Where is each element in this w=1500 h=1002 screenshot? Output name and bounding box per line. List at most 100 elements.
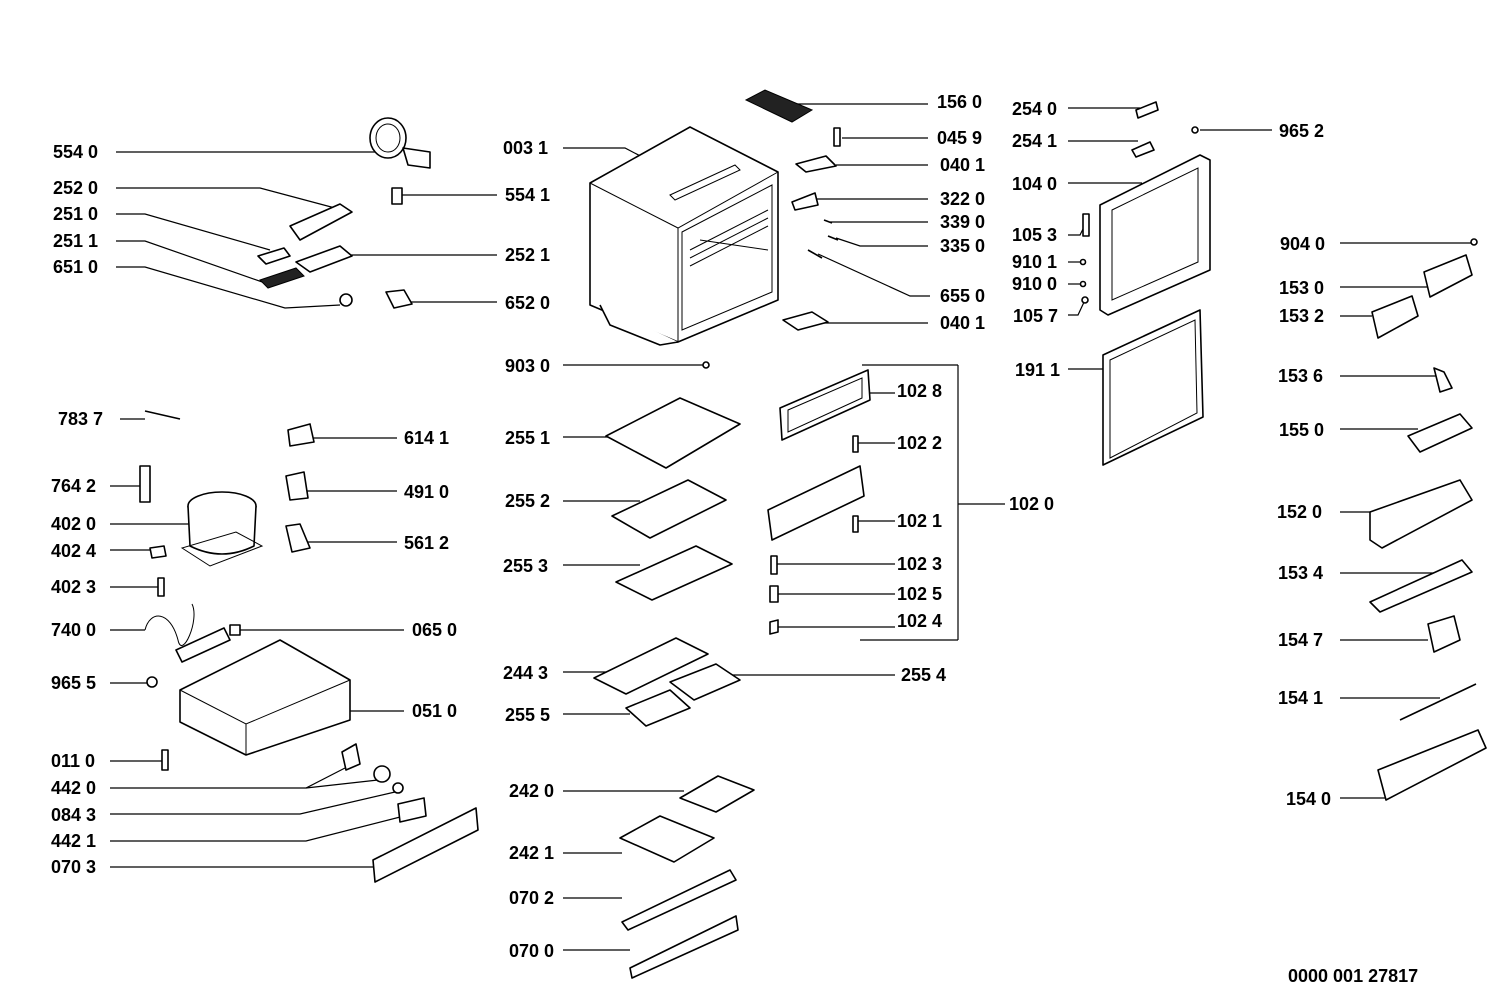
part-label: 254 0 [1012, 99, 1057, 119]
clip [391, 187, 403, 205]
part-label: 156 0 [937, 92, 982, 112]
screw-910-0 [1079, 280, 1087, 288]
door-gasket-inner [1109, 319, 1198, 459]
grommet-402-4 [149, 545, 167, 559]
part-label: 740 0 [51, 620, 96, 640]
bar-154-1 [1399, 683, 1477, 721]
cover-153-2 [1371, 295, 1419, 339]
part-102-3 [770, 555, 778, 575]
part-label: 070 2 [509, 888, 554, 908]
bracket-255-4 [669, 663, 741, 701]
part-label: 652 0 [505, 293, 550, 313]
part-label: 402 4 [51, 541, 96, 561]
part-label: 255 1 [505, 428, 550, 448]
part-label: 242 0 [509, 781, 554, 801]
part-label: 252 0 [53, 178, 98, 198]
handle-254-0 [1135, 101, 1159, 119]
part-label: 153 0 [1279, 278, 1324, 298]
part-442-1 [397, 797, 427, 823]
lamp-cover [257, 247, 291, 265]
part-label: 153 6 [1278, 366, 1323, 386]
part-label: 655 0 [940, 286, 985, 306]
part-442-0b [373, 765, 391, 783]
lamp-grid [259, 267, 305, 289]
screw-011-0 [161, 749, 169, 771]
document-number: 0000 001 27817 [1288, 966, 1419, 986]
tray-242-0 [679, 775, 755, 813]
part-labels: 554 0 252 0 251 0 251 1 651 0 003 1 554 … [51, 92, 1331, 961]
capacitor-764-2 [139, 465, 151, 503]
part-label: 242 1 [509, 843, 554, 863]
thermostat-housing [295, 245, 353, 273]
part-label: 904 0 [1280, 234, 1325, 254]
part-label: 051 0 [412, 701, 457, 721]
shelf-255-2 [611, 479, 727, 539]
part-label: 251 0 [53, 204, 98, 224]
part-label: 154 7 [1278, 630, 1323, 650]
screw-339 [823, 219, 833, 224]
part-label: 105 3 [1012, 225, 1057, 245]
part-label: 070 0 [509, 941, 554, 961]
part-label: 244 3 [503, 663, 548, 683]
bracket-561-2 [285, 523, 311, 553]
part-label: 102 5 [897, 584, 942, 604]
part-label: 155 0 [1279, 420, 1324, 440]
part-label: 965 5 [51, 673, 96, 693]
cover-070-2 [621, 869, 737, 931]
part-label: 554 0 [53, 142, 98, 162]
cabinet [589, 126, 779, 346]
hinge-plate [791, 192, 819, 211]
part-label: 561 2 [404, 533, 449, 553]
part-label: 003 1 [503, 138, 548, 158]
part-drawings [139, 89, 1487, 979]
flap-102-0 [767, 465, 865, 541]
part-102-5 [769, 585, 779, 603]
part-label: 903 0 [505, 356, 550, 376]
lamp-614-1 [287, 423, 315, 447]
bracket-105-3 [1082, 213, 1090, 237]
rod-655 [807, 249, 823, 259]
switch [385, 289, 413, 309]
part-label: 252 1 [505, 245, 550, 265]
part-label: 102 3 [897, 554, 942, 574]
part-label: 102 1 [897, 511, 942, 531]
foot-965-5 [146, 676, 158, 688]
plug-904 [1470, 238, 1478, 246]
probe-783-7 [144, 410, 181, 420]
clip-402-3 [157, 577, 165, 597]
part-label: 255 3 [503, 556, 548, 576]
part-label: 491 0 [404, 482, 449, 502]
part-label: 402 3 [51, 577, 96, 597]
part-label: 153 4 [1278, 563, 1323, 583]
part-label: 442 0 [51, 778, 96, 798]
part-label: 339 0 [940, 212, 985, 232]
egg-tray [1407, 413, 1473, 453]
part-label: 154 0 [1286, 789, 1331, 809]
bracket-255-5 [625, 689, 691, 727]
part-label: 153 2 [1279, 306, 1324, 326]
door-inner [1111, 167, 1199, 301]
part-label: 442 1 [51, 831, 96, 851]
cover-070-3 [372, 807, 479, 883]
part-label: 084 3 [51, 805, 96, 825]
shelf-255-1 [605, 397, 741, 469]
condenser-740-0 [144, 603, 231, 663]
balcony-154-0 [1377, 729, 1487, 801]
part-label: 651 0 [53, 257, 98, 277]
part-label: 965 2 [1279, 121, 1324, 141]
part-label: 152 0 [1277, 502, 1322, 522]
part-label: 783 7 [58, 409, 103, 429]
base-tray-051-0 [179, 639, 351, 756]
rail-153-4 [1369, 559, 1473, 613]
shelf-152-0 [1369, 479, 1473, 549]
part-label: 910 1 [1012, 252, 1057, 272]
part-label: 255 2 [505, 491, 550, 511]
part-label: 764 2 [51, 476, 96, 496]
part-label: 322 0 [940, 189, 985, 209]
part-label: 255 5 [505, 705, 550, 725]
part-label: 070 3 [51, 857, 96, 877]
knob [339, 293, 353, 307]
part-102-4 [769, 619, 779, 635]
part-label: 011 0 [51, 751, 95, 771]
